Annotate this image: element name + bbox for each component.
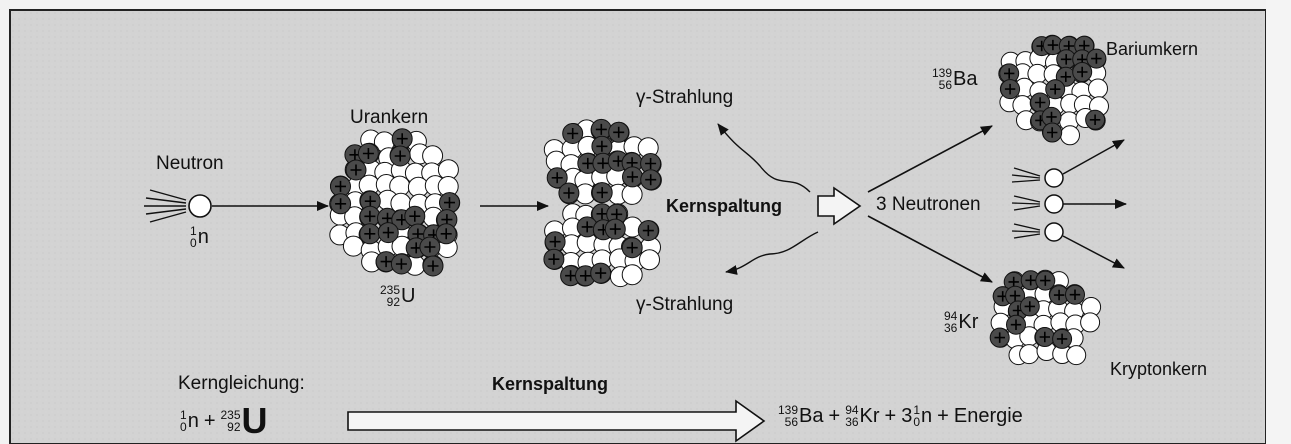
eq-uranium-symbol: U xyxy=(242,400,268,442)
eq-barium-charge: 56 xyxy=(785,416,798,428)
nucleon-neutron xyxy=(1067,346,1086,365)
uranium-symbol: U xyxy=(401,286,415,306)
label-urankern: Urankern xyxy=(350,108,428,127)
uranium-charge-number: 92 xyxy=(387,296,400,308)
eq-plus: + xyxy=(204,410,216,433)
eq-uranium-charge: 92 xyxy=(227,421,240,433)
label-kryptonkern: Kryptonkern xyxy=(1110,360,1207,378)
uranium-nucleus xyxy=(330,129,460,276)
eq-plus-1: + xyxy=(829,405,841,428)
label-gamma-bottom: γ-Strahlung xyxy=(636,295,733,314)
label-kernspaltung-mid: Kernspaltung xyxy=(666,197,782,215)
nucleon-neutron xyxy=(1061,126,1080,145)
nucleon-neutron xyxy=(622,184,642,204)
label-neutron: Neutron xyxy=(156,154,224,173)
incoming-neutron xyxy=(189,195,211,217)
eq-product-neutron-symbol: n xyxy=(921,405,932,428)
eq-neutron-charge: 0 xyxy=(180,421,187,433)
eq-plus-2: + xyxy=(885,405,897,428)
krypton-symbol: Kr xyxy=(958,312,978,332)
label-gamma-top: γ-Strahlung xyxy=(636,88,733,107)
page-right-margin xyxy=(1266,0,1291,444)
eq-plus-3: + xyxy=(937,405,949,428)
nucleon-neutron xyxy=(622,265,642,285)
label-kerngleichung: Kerngleichung: xyxy=(178,374,305,393)
nucleon-neutron xyxy=(1020,345,1039,364)
label-drei-neutronen: 3 Neutronen xyxy=(876,195,981,214)
eq-neutron-coefficient: 3 xyxy=(901,405,912,428)
eq-krypton-symbol: Kr xyxy=(860,405,880,428)
eq-product-neutron-charge: 0 xyxy=(913,416,920,428)
neutron-charge-number: 0 xyxy=(190,237,197,249)
eq-energy: Energie xyxy=(954,405,1023,428)
eq-barium-symbol: Ba xyxy=(799,405,823,428)
nucleon-neutron xyxy=(640,250,660,270)
eq-krypton-charge: 36 xyxy=(845,416,858,428)
nucleon-neutron xyxy=(343,236,363,256)
barium-charge-number: 56 xyxy=(939,79,952,91)
krypton-charge-number: 36 xyxy=(944,322,957,334)
barium-symbol: Ba xyxy=(953,69,977,89)
eq-neutron-symbol: n xyxy=(188,410,199,433)
neutron-symbol: n xyxy=(198,227,209,247)
nucleon-neutron xyxy=(1089,79,1108,98)
label-bariumkern: Bariumkern xyxy=(1106,40,1198,58)
nucleon-neutron xyxy=(1081,313,1100,332)
label-kernspaltung-equation: Kernspaltung xyxy=(492,375,608,393)
